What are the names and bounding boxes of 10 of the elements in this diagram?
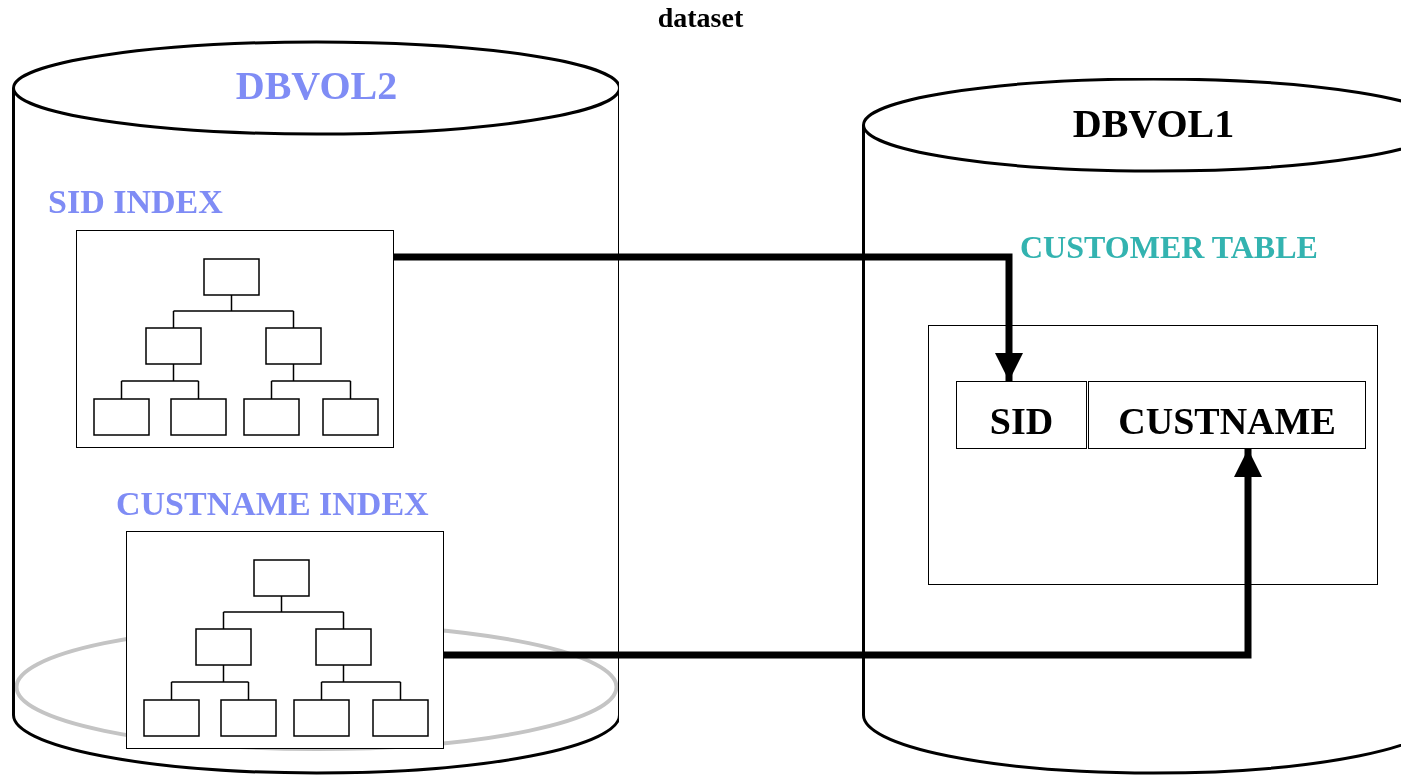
index-title: CUSTNAME INDEX bbox=[116, 485, 429, 523]
table-title: CUSTOMER TABLE bbox=[1020, 230, 1318, 266]
title: dataset bbox=[656, 2, 745, 34]
volume-label: DBVOL2 bbox=[234, 62, 399, 109]
column-cell: SID bbox=[956, 381, 1087, 449]
index-title: SID INDEX bbox=[48, 183, 223, 221]
arrow bbox=[394, 253, 1023, 381]
column-cell: CUSTNAME bbox=[1088, 381, 1366, 449]
arrow bbox=[444, 449, 1262, 659]
volume-label: DBVOL1 bbox=[1071, 100, 1236, 147]
